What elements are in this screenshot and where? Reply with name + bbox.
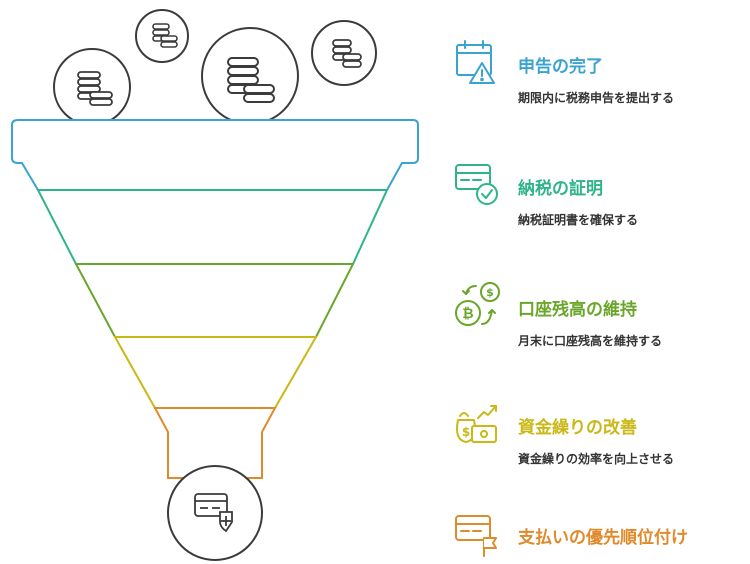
funnel-band-2: [36, 189, 389, 265]
funnel-band-5: [153, 407, 277, 479]
coins-input-4: [311, 20, 377, 86]
card-flag-icon: [455, 515, 497, 557]
svg-text:$: $: [486, 286, 494, 299]
funnel-output: [167, 465, 263, 561]
step-improve-cashflow: $ 資金繰りの改善 資金繰りの効率を向上させる: [450, 398, 746, 468]
step-title: 申告の完了: [518, 57, 603, 77]
svg-text:$: $: [462, 425, 470, 439]
step-description: 期限内に税務申告を提出する: [518, 91, 675, 105]
coins-stack-icon: [227, 57, 275, 103]
step-prioritize-payments: 支払いの優先順位付け: [450, 508, 746, 560]
funnel-band-4: [113, 336, 318, 409]
card-check-icon: [455, 164, 498, 205]
currency-exchange-icon: $ ₿: [455, 282, 500, 326]
step-title: 口座残高の維持: [518, 300, 637, 320]
card-shield-icon: [194, 493, 233, 533]
step-description: 月末に口座残高を維持する: [518, 334, 663, 348]
calendar-warning-icon: [456, 40, 495, 84]
step-title: 納税の証明: [518, 179, 603, 199]
funnel-band-3: [74, 263, 355, 338]
coins-input-2: [135, 9, 189, 63]
coins-stack-icon: [77, 71, 113, 106]
step-description: 資金繰りの効率を向上させる: [518, 452, 675, 466]
svg-text:₿: ₿: [462, 306, 473, 322]
coins-input-3: [201, 27, 299, 125]
money-growth-icon: $: [456, 405, 497, 443]
step-submit-tax: 申告の完了 期限内に税務申告を提出する: [450, 37, 746, 107]
coins-stack-icon: [152, 23, 178, 48]
step-title: 支払いの優先順位付け: [518, 528, 688, 548]
funnel-band-1: [11, 119, 419, 191]
step-tax-certificate: 納税の証明 納税証明書を確保する: [450, 159, 746, 229]
step-maintain-balance: $ ₿ 口座残高の維持 月末に口座残高を維持する: [450, 280, 746, 350]
coins-stack-icon: [332, 39, 362, 68]
coins-input-1: [53, 48, 131, 126]
step-description: 納税証明書を確保する: [518, 213, 639, 227]
step-title: 資金繰りの改善: [518, 418, 637, 438]
